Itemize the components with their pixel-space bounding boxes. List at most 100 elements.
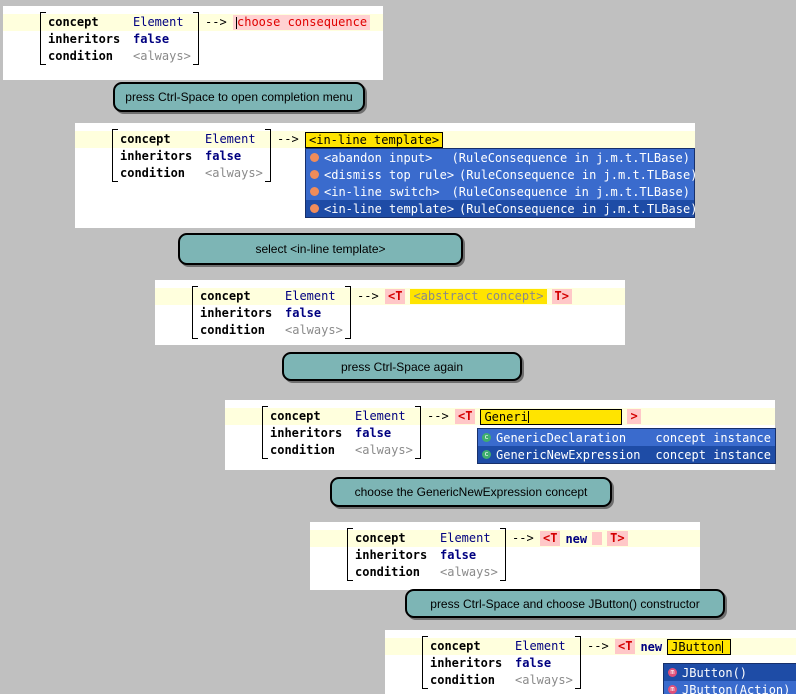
right-bracket <box>345 286 351 339</box>
inheritors-value[interactable]: false <box>133 32 170 46</box>
template-fragment-area: <T new T> <box>540 530 628 547</box>
text-caret <box>236 16 237 29</box>
new-keyword[interactable]: new <box>640 639 663 654</box>
editor-panel-1: concept Element inheritors false conditi… <box>3 6 383 80</box>
menu-item-label: <abandon input> <box>324 150 433 165</box>
left-bracket <box>347 528 353 581</box>
consequence-area: choose consequence <box>233 14 371 31</box>
left-bracket <box>40 12 46 65</box>
empty-expression-cell[interactable] <box>592 532 603 545</box>
completion-edit-cell[interactable]: <in-line template> <box>305 131 444 148</box>
condition-keyword: condition <box>355 565 421 579</box>
menu-item-selected[interactable]: GenericNewExpression concept instance <box>478 446 775 463</box>
condition-value[interactable]: <always> <box>205 166 263 180</box>
arrow: --> <box>587 639 609 653</box>
template-close-cell[interactable]: T> <box>551 289 572 304</box>
editor-panel-4: concept Element inheritors false conditi… <box>225 400 776 470</box>
concept-value[interactable]: Element <box>355 409 406 423</box>
arrow: --> <box>277 132 299 146</box>
completion-input[interactable]: JButton <box>667 638 732 655</box>
completion-menu: <abandon input> (RuleConsequence in j.m.… <box>305 148 698 218</box>
condition-keyword: condition <box>120 166 186 180</box>
menu-item[interactable]: <dismiss top rule> (RuleConsequence in j… <box>306 166 698 183</box>
menu-item[interactable]: GenericDeclaration concept instance <box>478 429 775 446</box>
arrow: --> <box>427 409 449 423</box>
callout-text: choose the GenericNewExpression concept <box>354 485 588 499</box>
menu-item[interactable]: <abandon input> (RuleConsequence in j.m.… <box>306 149 694 166</box>
callout-ctrl-space-again: press Ctrl-Space again <box>282 352 522 381</box>
text-caret <box>527 410 529 423</box>
concept-value[interactable]: Element <box>285 289 336 303</box>
concept-keyword: concept <box>120 132 171 146</box>
menu-item-detail: concept instance <box>655 430 771 445</box>
editor-panel-5: concept Element inheritors false conditi… <box>310 522 700 590</box>
menu-item-label: GenericNewExpression <box>496 447 641 462</box>
right-bracket <box>500 528 506 581</box>
concept-keyword: concept <box>48 15 99 29</box>
inheritors-keyword: inheritors <box>430 656 503 670</box>
menu-item-selected[interactable]: <in-line template> (RuleConsequence in j… <box>306 200 697 217</box>
inheritors-value[interactable]: false <box>515 656 552 670</box>
abstract-concept-cell[interactable]: <abstract concept> <box>410 289 547 304</box>
completion-menu: GenericDeclaration concept instance Gene… <box>477 428 776 464</box>
concept-keyword: concept <box>270 409 321 423</box>
concept-icon <box>482 433 491 442</box>
rule-consequence-icon <box>310 153 319 162</box>
concept-keyword: concept <box>355 531 406 545</box>
right-bracket <box>193 12 199 65</box>
template-fragment-area: <T <abstract concept> T> <box>385 288 572 305</box>
template-open-cell[interactable]: <T <box>455 409 476 424</box>
concept-keyword: concept <box>430 639 481 653</box>
callout-text: select <in-line template> <box>255 242 386 256</box>
completion-menu: JButton() JButton(Action) <box>663 663 796 694</box>
right-bracket <box>415 406 421 459</box>
concept-value[interactable]: Element <box>133 15 184 29</box>
right-bracket <box>575 636 581 689</box>
menu-item-label: <in-line switch> <box>324 184 440 199</box>
template-fragment-area: <T new JButton <box>615 638 732 655</box>
menu-item-label: JButton(Action) <box>682 682 791 694</box>
left-bracket <box>192 286 198 339</box>
left-bracket <box>112 129 118 182</box>
template-fragment-area: <T Generi > <box>455 408 641 425</box>
new-keyword[interactable]: new <box>565 531 588 546</box>
arrow: --> <box>205 15 227 29</box>
inheritors-value[interactable]: false <box>285 306 322 320</box>
menu-item-label: JButton() <box>682 665 748 680</box>
condition-value[interactable]: <always> <box>133 49 191 63</box>
inheritors-keyword: inheritors <box>48 32 121 46</box>
condition-value[interactable]: <always> <box>440 565 498 579</box>
condition-value[interactable]: <always> <box>285 323 343 337</box>
input-text: Generi <box>484 409 528 424</box>
template-open-cell[interactable]: <T <box>540 531 561 546</box>
placeholder-text: choose consequence <box>237 15 368 29</box>
concept-value[interactable]: Element <box>205 132 256 146</box>
left-bracket <box>422 636 428 689</box>
inheritors-keyword: inheritors <box>270 426 343 440</box>
menu-item-selected[interactable]: JButton() <box>664 664 796 681</box>
menu-item-label: <dismiss top rule> <box>324 167 455 182</box>
consequence-area: <in-line template> <box>305 131 444 148</box>
menu-item[interactable]: <in-line switch> (RuleConsequence in j.m… <box>306 183 694 200</box>
condition-value[interactable]: <always> <box>515 673 573 687</box>
right-bracket <box>265 129 271 182</box>
inheritors-value[interactable]: false <box>440 548 477 562</box>
inheritors-value[interactable]: false <box>355 426 392 440</box>
condition-value[interactable]: <always> <box>355 443 413 457</box>
consequence-placeholder-cell[interactable]: choose consequence <box>233 15 371 30</box>
editor-panel-3: concept Element inheritors false conditi… <box>155 280 625 345</box>
concept-value[interactable]: Element <box>515 639 566 653</box>
completion-input[interactable]: Generi <box>480 408 623 425</box>
concept-value[interactable]: Element <box>440 531 491 545</box>
menu-item-detail: (RuleConsequence in j.m.t.TLBase) <box>459 167 698 182</box>
template-open-cell[interactable]: <T <box>385 289 406 304</box>
template-close-cell[interactable]: T> <box>607 531 628 546</box>
concept-keyword: concept <box>200 289 251 303</box>
inheritors-value[interactable]: false <box>205 149 242 163</box>
inheritors-keyword: inheritors <box>355 548 428 562</box>
menu-item[interactable]: JButton(Action) <box>664 681 796 694</box>
menu-item-label: <in-line template> <box>324 201 455 216</box>
template-open-cell[interactable]: <T <box>615 639 636 654</box>
left-bracket <box>262 406 268 459</box>
template-close-cell[interactable]: > <box>627 409 641 424</box>
